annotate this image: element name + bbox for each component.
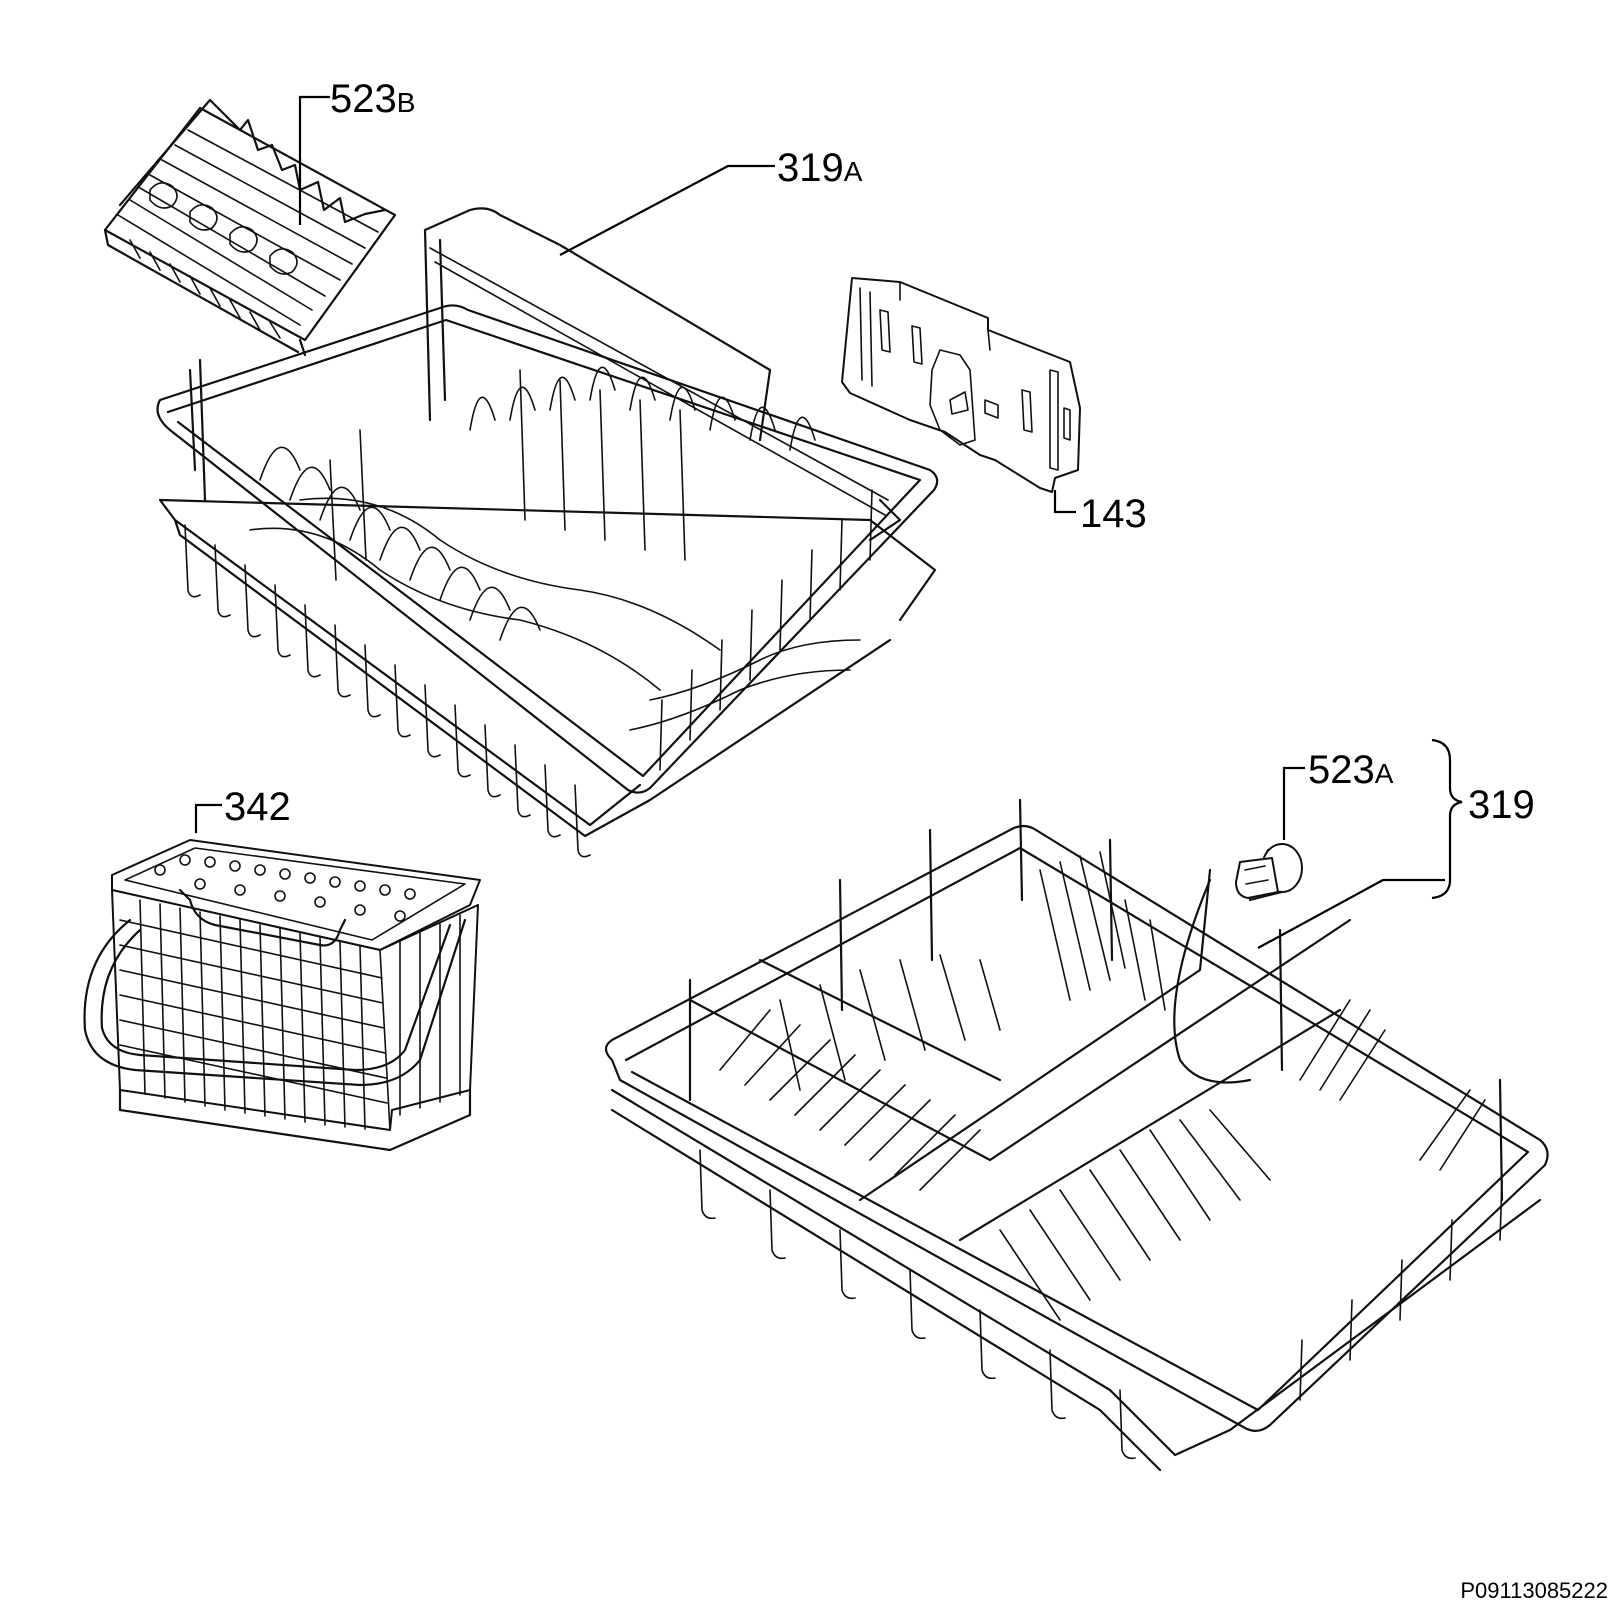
upper-basket-part <box>156 207 939 858</box>
label-319a-number: 319 <box>777 146 844 190</box>
label-523a-suffix: A <box>1375 758 1394 789</box>
lower-basket-part <box>604 798 1549 1472</box>
comb-insert-part <box>103 98 397 357</box>
svg-text:523B: 523B <box>330 77 415 121</box>
label-319a: 319A <box>559 146 863 256</box>
label-319: 319 <box>1468 783 1535 827</box>
label-342-number: 342 <box>224 785 291 829</box>
label-523a: 523A <box>1282 748 1394 840</box>
wheel-part <box>1235 843 1303 901</box>
diagram-id: P09113085222 <box>1460 1578 1608 1603</box>
label-319-number: 319 <box>1468 783 1535 827</box>
label-523a-number: 523 <box>1308 748 1375 792</box>
svg-text:523A: 523A <box>1308 748 1394 792</box>
label-342: 342 <box>194 785 291 833</box>
label-523b: 523B <box>298 77 415 225</box>
group-brace <box>1257 738 1463 949</box>
label-143: 143 <box>1053 490 1147 536</box>
label-143-number: 143 <box>1080 492 1147 536</box>
label-319a-suffix: A <box>844 156 863 187</box>
cutlery-basket-part <box>83 839 481 1152</box>
label-523b-suffix: B <box>397 87 416 118</box>
svg-text:319A: 319A <box>777 146 863 190</box>
label-523b-number: 523 <box>330 77 397 121</box>
rail-bracket-part <box>841 277 1081 493</box>
